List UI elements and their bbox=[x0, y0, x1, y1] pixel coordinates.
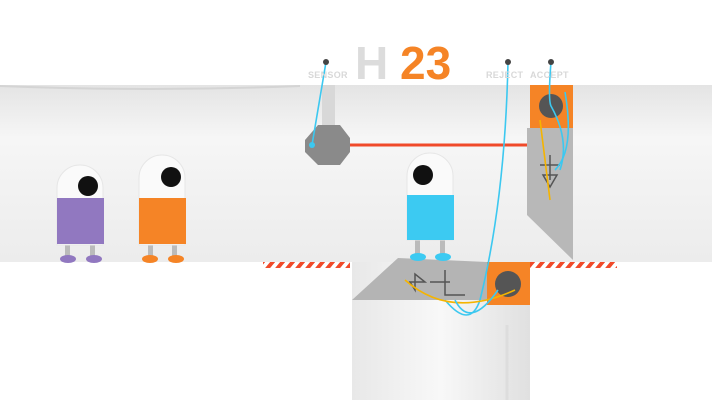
purple-robot[interactable] bbox=[56, 164, 104, 263]
hazard-stripe-left bbox=[263, 262, 350, 268]
wire-anchor-reject[interactable] bbox=[505, 59, 511, 65]
sensor-label: SENSOR bbox=[308, 70, 348, 80]
wires bbox=[311, 61, 570, 316]
wire-anchor-sensor[interactable] bbox=[323, 59, 329, 65]
tube-corridor bbox=[0, 85, 712, 262]
level-letter: H bbox=[355, 37, 389, 89]
hazard-stripe-right bbox=[530, 262, 617, 268]
blue-robot[interactable] bbox=[406, 152, 454, 261]
laser-sensor[interactable] bbox=[305, 85, 350, 165]
level-number: 23 bbox=[400, 37, 452, 89]
wire-anchor-accept[interactable] bbox=[548, 59, 554, 65]
orange-robot[interactable] bbox=[138, 154, 186, 263]
accept-label: ACCEPT bbox=[530, 70, 569, 80]
reject-label: REJECT bbox=[486, 70, 524, 80]
